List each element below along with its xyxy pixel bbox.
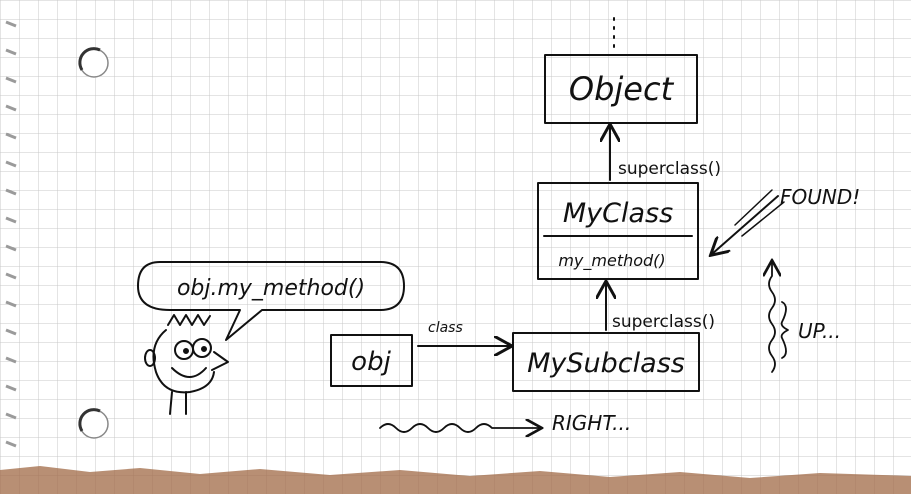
cartoon-character [144,314,229,415]
right-wavy-arrow [379,424,540,432]
torn-edge [0,466,911,494]
binding-marks [5,20,17,448]
speech-bubble-text: obj.my_method() [177,276,365,301]
right-label: RIGHT... [552,411,631,435]
obj-label: obj [351,347,391,377]
found-arrow [712,195,779,254]
object-box [544,54,698,124]
superclass-label-upper: superclass() [618,159,721,179]
up-label: UP... [798,319,841,343]
myclass-method: my_method() [558,251,665,271]
speech-bubble [137,261,405,341]
found-label: FOUND! [780,185,860,209]
class-label: class [428,320,463,336]
mysubclass-box [512,332,700,392]
myclass-box [537,182,699,280]
mysubclass-label: MySubclass [527,348,685,379]
found-arrow-outline [734,189,785,237]
obj-box [330,334,413,387]
superclass-label-lower: superclass() [612,312,715,332]
up-wavy-arrow [769,262,775,373]
object-label: Object [569,70,675,108]
myclass-label: MyClass [563,198,673,229]
up-brace [780,301,789,359]
punch-holes [78,47,109,439]
